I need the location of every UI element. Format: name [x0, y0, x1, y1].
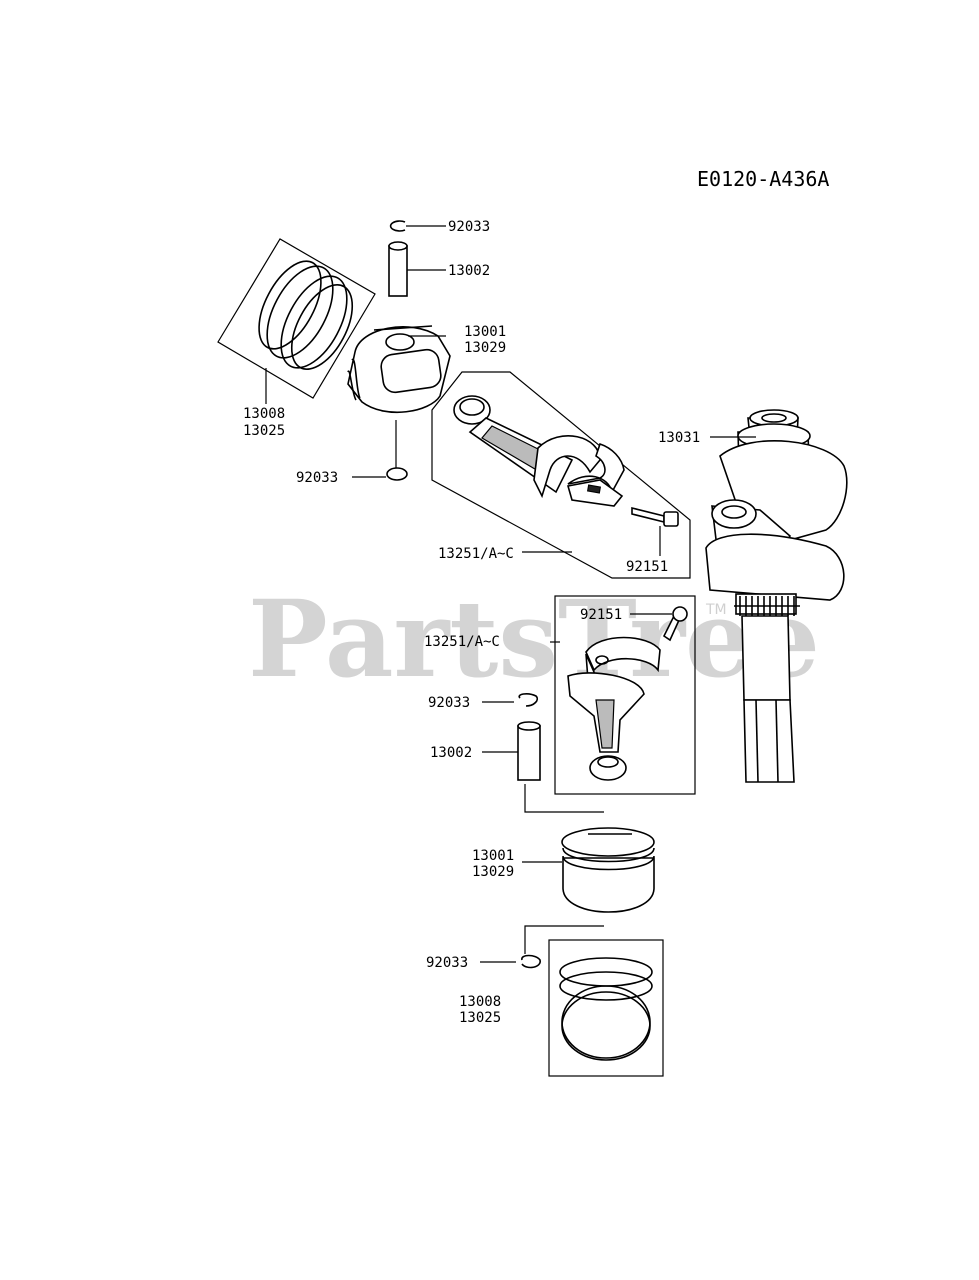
lower-piston[interactable] [561, 827, 655, 913]
upper-top-retainer-clip[interactable] [389, 220, 406, 232]
upper-bolt-label: 92151 [626, 559, 668, 575]
upper-rod-label: 13251/A~C [438, 546, 514, 562]
lower-piston-label-a: 13001 [472, 848, 514, 864]
upper-piston-label-b: 13029 [464, 340, 506, 356]
lower-piston-pin[interactable] [517, 721, 541, 781]
crankshaft[interactable] [705, 409, 848, 783]
lower-rings-label-a: 13008 [459, 994, 501, 1010]
upper-ring-set[interactable] [217, 238, 376, 399]
upper-rings-label-a: 13008 [243, 406, 285, 422]
upper-rings-label-b: 13025 [243, 423, 285, 439]
lower-piston-label-b: 13029 [472, 864, 514, 880]
upper-pin-label: 13002 [448, 263, 490, 279]
lower-bottom-retainer-clip[interactable] [521, 954, 541, 969]
diagram-code: E0120-A436A [697, 167, 829, 191]
lower-connecting-rod[interactable] [567, 636, 661, 781]
lower-bolt-label: 92151 [580, 607, 622, 623]
upper-retainer-bottom-label: 92033 [296, 470, 338, 486]
crankshaft-gear [734, 596, 800, 616]
lower-pin-label: 13002 [430, 745, 472, 761]
watermark-trademark: TM [705, 602, 727, 618]
lower-retainer-bottom-label: 92033 [426, 955, 468, 971]
upper-piston-pin[interactable] [388, 241, 408, 297]
lower-rod-label: 13251/A~C [424, 634, 500, 650]
lower-ring-set[interactable] [559, 957, 653, 1061]
crankshaft-label: 13031 [658, 430, 700, 446]
upper-rod-bolt[interactable] [631, 506, 679, 527]
upper-connecting-rod[interactable] [453, 395, 625, 507]
upper-piston-label-a: 13001 [464, 324, 506, 340]
lower-retainer-top-label: 92033 [428, 695, 470, 711]
upper-piston[interactable] [347, 325, 451, 414]
lower-rings-label-b: 13025 [459, 1010, 501, 1026]
lower-rod-bolt[interactable] [662, 606, 688, 642]
watermark: PartsTree [248, 576, 820, 701]
upper-retainer-top-label: 92033 [448, 219, 490, 235]
lower-top-retainer-clip[interactable] [518, 693, 539, 707]
upper-bottom-retainer-clip[interactable] [386, 467, 408, 481]
